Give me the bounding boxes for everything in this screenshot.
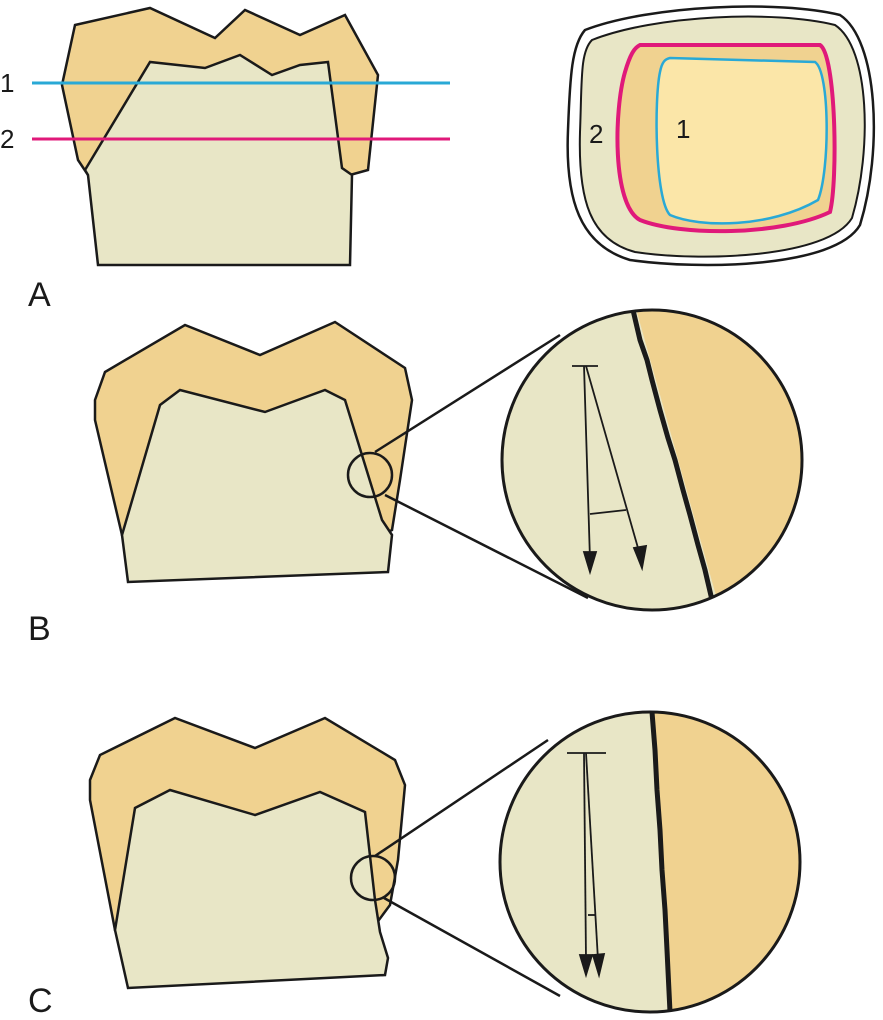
panel-b-double-arrow-icon: [572, 365, 648, 576]
panel-a-label: A: [28, 276, 51, 314]
panel-b-tooth: [93, 320, 414, 584]
panel-c-connector-bottom: [383, 896, 561, 998]
panel-b-magnified-view: [500, 308, 804, 612]
cross-section-label-2: 2: [589, 119, 603, 149]
panel-a-cross-section: 2 1: [566, 5, 876, 267]
panel-b-connector-bottom: [384, 493, 589, 600]
panel-b-prep: [120, 388, 394, 584]
panel-b: B: [28, 308, 804, 648]
panel-c-magnify-spot: [349, 854, 397, 902]
panel-a-tooth: [60, 6, 380, 267]
panel-b-label: B: [28, 610, 51, 648]
cross-section-line-1-outline: [655, 56, 828, 225]
panel-a: 1 2 2 1 A: [0, 5, 876, 314]
panel-b-margin-gap: [630, 310, 715, 601]
panel-a-prep: [83, 53, 354, 267]
panel-c-prep: [113, 788, 390, 990]
panel-b-magnify-spot: [346, 451, 394, 499]
panel-c-magnified-view: [498, 710, 802, 1014]
section-line-2-label: 2: [0, 124, 14, 154]
panel-c-double-arrow-icon: [567, 752, 606, 979]
panel-c: C: [28, 710, 802, 1020]
cross-section-label-1: 1: [676, 114, 690, 144]
panel-c-margin-gap: [649, 712, 673, 1012]
panel-c-tooth: [88, 716, 407, 990]
panel-b-connector-top: [374, 333, 561, 454]
panel-c-label: C: [28, 982, 53, 1020]
section-line-1-label: 1: [0, 68, 14, 98]
panel-c-connector-top: [374, 738, 549, 858]
